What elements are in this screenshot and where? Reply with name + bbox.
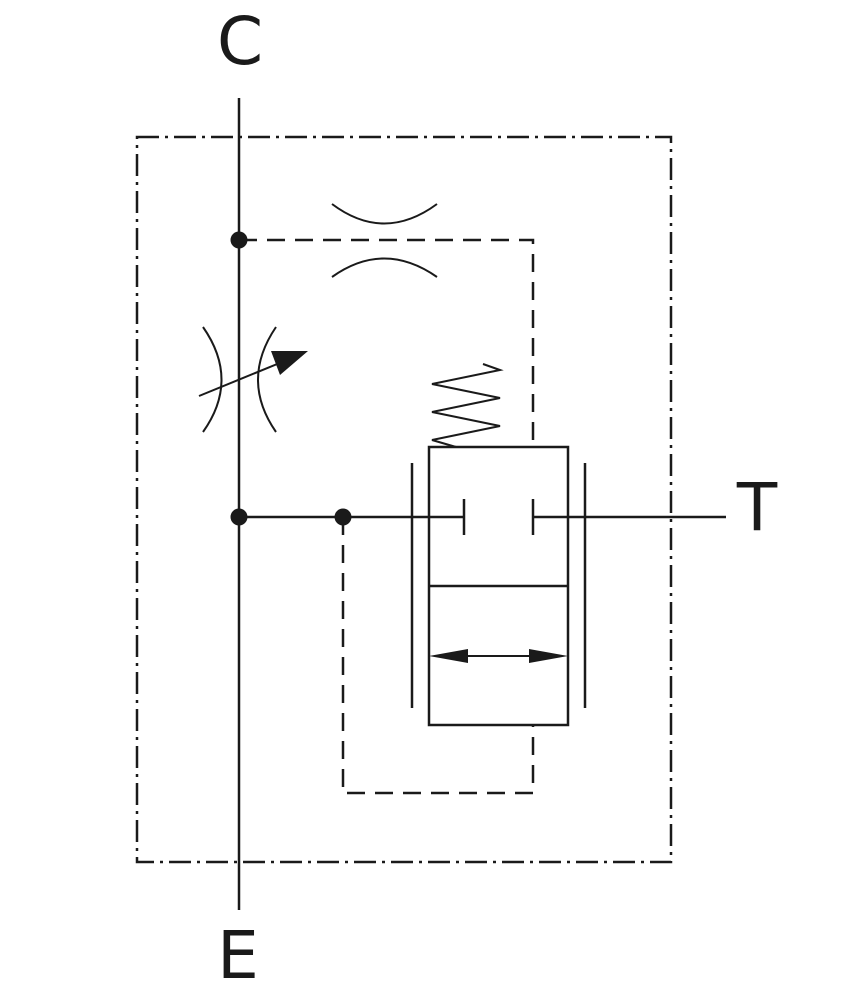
spring bbox=[431, 363, 504, 448]
lower-pilot-line bbox=[341, 517, 535, 795]
flow-arrow-left bbox=[429, 649, 468, 663]
port-c-label: C bbox=[217, 3, 263, 80]
valve-body bbox=[427, 445, 570, 727]
adjustable-orifice bbox=[198, 326, 308, 433]
port-t-label: T bbox=[736, 469, 778, 546]
adjustment-arrowhead bbox=[271, 351, 308, 375]
upper-pilot-line bbox=[239, 238, 535, 447]
flow-arrow-right bbox=[529, 649, 568, 663]
adjustment-arrow bbox=[198, 359, 288, 397]
fixed-orifice bbox=[331, 203, 438, 278]
junction-dot-middle bbox=[230, 508, 248, 526]
valve-enclosure-boundary bbox=[135, 135, 673, 864]
port-e-label: E bbox=[217, 917, 259, 994]
junction-dot-upper bbox=[230, 231, 248, 249]
junction-dot-pilot bbox=[334, 508, 352, 526]
